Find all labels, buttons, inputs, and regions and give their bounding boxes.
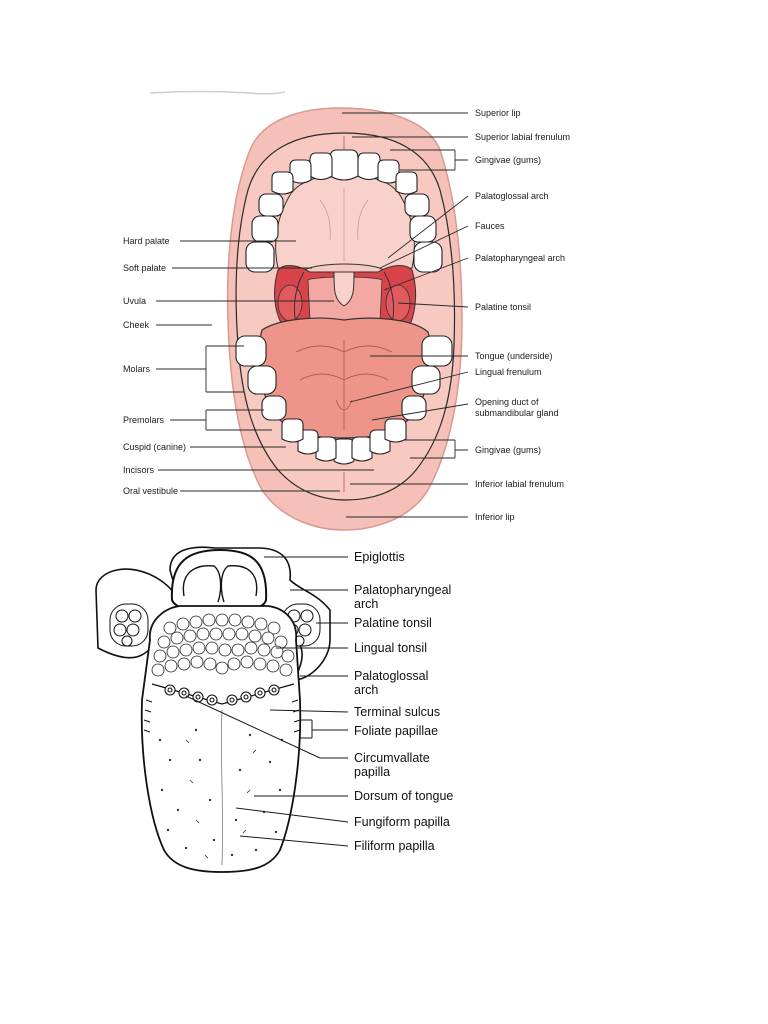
tongue-diagram [95,546,331,873]
epiglottis-inner [182,565,258,603]
label-palatoglossal-arch: Palatoglossal arch [475,191,549,201]
hard-palate [275,174,415,271]
tongue-body [140,605,302,873]
label-circumvallate-line1: Circumvallate [354,751,430,765]
tongue-palatine-tonsil-left [109,603,149,647]
label-incisors: Incisors [123,465,155,475]
label-fauces: Fauces [475,221,505,231]
tongue-folds [295,340,393,430]
palatine-tonsil-left [277,284,303,322]
label-inferior-lip: Inferior lip [475,512,515,522]
lingual-tonsil [151,613,295,677]
label-palatoglossal-line1: Palatoglossal [354,669,428,683]
label-terminal-sulcus: Terminal sulcus [354,705,440,719]
label-palatoglossal-line2: arch [354,683,378,697]
label-palatopharyngeal-arch: Palatopharyngeal arch [475,253,565,263]
label-circumvallate-line2: papilla [354,765,390,779]
label-palatine-tonsil: Palatine tonsil [475,302,531,312]
label-filiform-papilla: Filiform papilla [354,839,435,853]
upper-teeth [245,149,443,273]
label-fungiform-papilla: Fungiform papilla [354,815,450,829]
label-soft-palate: Soft palate [123,263,166,273]
label-cheek: Cheek [123,320,150,330]
label-gingivae-upper: Gingivae (gums) [475,155,541,165]
tongue-leaders [185,556,349,847]
label-palatopharyngeal-line2: arch [354,597,378,611]
mouth-labels-left: Hard palate Soft palate Uvula Cheek Mola… [123,236,186,496]
label-dorsum-of-tongue: Dorsum of tongue [354,789,453,803]
label-molars: Molars [123,364,151,374]
scan-artifact-mark [149,90,286,95]
label-epiglottis: Epiglottis [354,550,405,564]
uvula [333,271,355,307]
label-inferior-labial-frenulum: Inferior labial frenulum [475,479,564,489]
label-gingivae-lower: Gingivae (gums) [475,445,541,455]
tongue-labels: Epiglottis Palatopharyngeal arch Palatin… [354,550,453,853]
label-opening-duct-line2: submandibular gland [475,408,559,418]
palate-ridges [319,199,369,241]
label-tongue-underside: Tongue (underside) [475,351,553,361]
label-foliate-papillae: Foliate papillae [354,724,438,738]
foliate-papillae-left [143,699,153,733]
lingual-frenulum-line [335,399,353,411]
label-opening-duct-line1: Opening duct of [475,397,539,407]
epiglottis [170,548,268,615]
label-superior-labial-frenulum: Superior labial frenulum [475,132,570,142]
median-sulcus [221,709,223,866]
circumvallate-papillae [164,684,280,706]
label-oral-vestibule: Oral vestibule [123,486,178,496]
label-lingual-frenulum: Lingual frenulum [475,367,542,377]
label-lingual-tonsil: Lingual tonsil [354,641,427,655]
mouth-leaders-left [156,240,374,492]
mouth-diagram [226,107,463,531]
label-cuspid: Cuspid (canine) [123,442,186,452]
label-premolars: Premolars [123,415,165,425]
mouth-labels-right: Superior lip Superior labial frenulum Gi… [475,108,570,522]
label-tongue-palatine-tonsil: Palatine tonsil [354,616,432,630]
mouth-leaders-right [342,112,469,518]
label-palatopharyngeal-line1: Palatopharyngeal [354,583,451,597]
filiform-papillae-marks [185,739,257,859]
label-hard-palate: Hard palate [123,236,170,246]
label-uvula: Uvula [123,296,146,306]
label-superior-lip: Superior lip [475,108,521,118]
